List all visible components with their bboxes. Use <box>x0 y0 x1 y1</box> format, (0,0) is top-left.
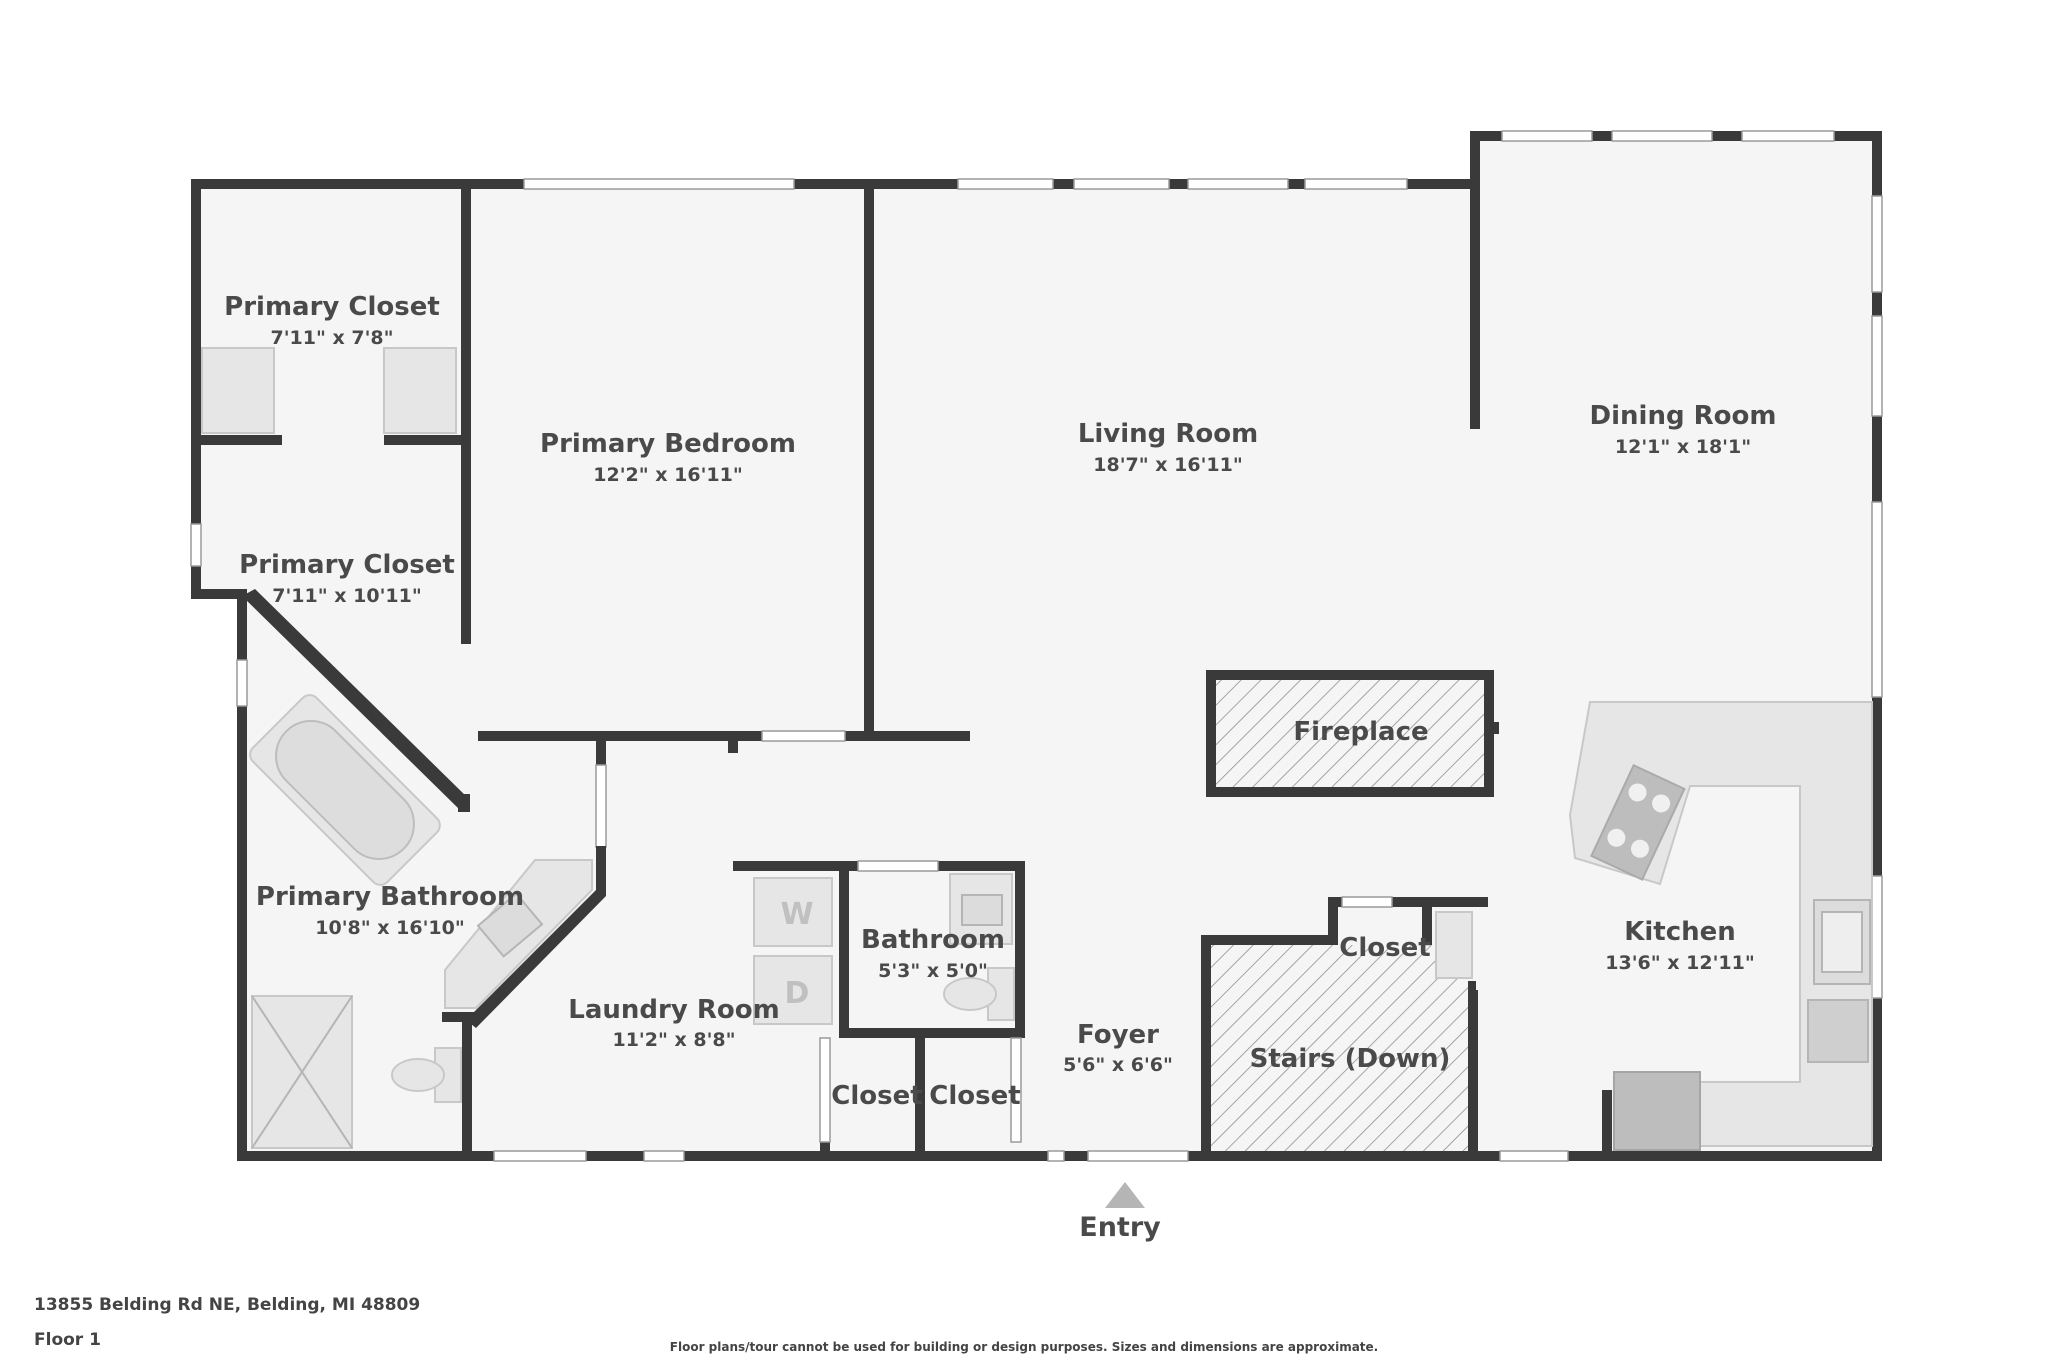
refrigerator <box>1613 1071 1701 1151</box>
room-dims: 7'11" x 10'11" <box>272 585 421 607</box>
room-name: Kitchen <box>1624 917 1736 947</box>
fireplace <box>1206 670 1499 797</box>
room-name: Laundry Room <box>568 995 779 1025</box>
dryer-label: D <box>785 976 810 1011</box>
room-dims: 5'6" x 6'6" <box>1063 1054 1173 1076</box>
disclaimer: Floor plans/tour cannot be used for buil… <box>669 1340 1379 1354</box>
room-dims: 7'11" x 7'8" <box>270 327 393 349</box>
room-dims: 13'6" x 12'11" <box>1605 952 1754 974</box>
cooktop-icon <box>1590 763 1686 881</box>
dryer <box>753 955 833 1025</box>
property-address: 13855 Belding Rd NE, Belding, MI 48809 <box>34 1295 421 1315</box>
water-heater <box>1435 911 1473 979</box>
room-dims: 18'7" x 16'11" <box>1093 454 1242 476</box>
room-dims: 5'3" x 5'0" <box>878 960 988 982</box>
room-dims: 11'2" x 8'8" <box>612 1029 735 1051</box>
room-name: Closet <box>1339 933 1430 963</box>
closet-shelf <box>201 347 275 434</box>
sink-icon <box>476 892 544 958</box>
interior-walls <box>196 184 1612 1157</box>
room-name: Primary Bathroom <box>256 882 524 912</box>
room-name: Closet <box>929 1081 1020 1111</box>
stairs-hatch <box>1211 945 1468 1151</box>
room-labels: Primary Closet 7'11" x 7'8" Primary Clos… <box>224 292 1776 1111</box>
dishwasher <box>1807 999 1869 1063</box>
room-name: Foyer <box>1077 1020 1159 1050</box>
closet-shelf <box>383 347 457 434</box>
fixtures <box>201 347 1873 1151</box>
room-name: Primary Closet <box>224 292 440 322</box>
bathtub-icon <box>249 694 441 886</box>
washer <box>753 877 833 947</box>
entry-arrow-icon <box>1105 1182 1145 1208</box>
room-name: Primary Bedroom <box>540 429 796 459</box>
room-name: Closet <box>831 1081 922 1111</box>
room-dims: 12'1" x 18'1" <box>1615 436 1751 458</box>
room-name: Stairs (Down) <box>1250 1044 1451 1074</box>
floor-label: Floor 1 <box>34 1330 101 1350</box>
entry-label: Entry <box>1079 1212 1161 1243</box>
toilet-icon <box>943 967 1015 1021</box>
room-name: Primary Closet <box>239 550 455 580</box>
room-name: Fireplace <box>1293 717 1428 747</box>
room-name: Bathroom <box>861 925 1005 955</box>
toilet-icon <box>391 1047 462 1103</box>
room-name: Living Room <box>1078 419 1258 449</box>
room-dims: 12'2" x 16'11" <box>593 464 742 486</box>
shower-icon <box>251 995 353 1149</box>
washer-label: W <box>780 897 813 932</box>
room-name: Dining Room <box>1590 401 1777 431</box>
room-dims: 10'8" x 16'10" <box>315 917 464 939</box>
windows <box>190 130 1883 1162</box>
